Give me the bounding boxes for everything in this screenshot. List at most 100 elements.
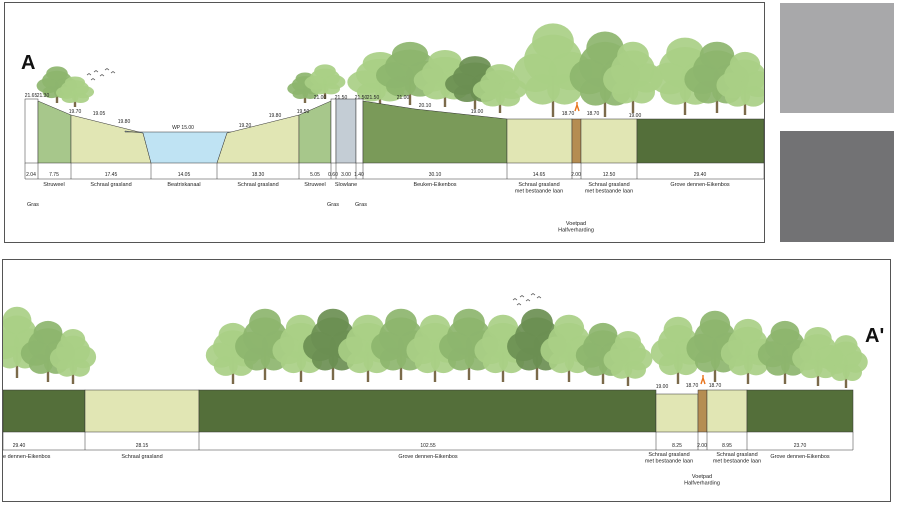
zone-b-voetpad: [697, 389, 708, 433]
width-a-13: 29.40: [694, 172, 707, 178]
zone-a-label-5: Struweel: [304, 182, 325, 188]
person-marker-b: [700, 375, 706, 385]
swatch-light-grey: [780, 3, 894, 113]
zone-b-grove-dennen-mid: [198, 389, 657, 433]
zone-a-label-8: Gras: [355, 202, 367, 208]
zone-a-label-13: Grove dennen-Eikenbos: [670, 182, 730, 188]
tree-b-2: [49, 329, 97, 384]
zone-b-label-6: Grove dennen-Eikenbos: [770, 454, 830, 460]
zone-a-grasland-1: [70, 114, 152, 164]
height-a-0: 21.65: [25, 93, 38, 99]
zone-a-slowlane: [335, 98, 357, 164]
height-a-9: 21.00: [314, 95, 327, 101]
height-b-1: 18.70: [686, 383, 699, 389]
width-a-4: 18.30: [252, 172, 265, 178]
height-a-8: 19.50: [297, 109, 310, 115]
swatch-dark-grey: [780, 131, 894, 242]
height-a-13: 21.00: [397, 95, 410, 101]
zone-a-label-4: Schraal grasland: [237, 182, 278, 188]
tree-b-21: [824, 335, 868, 388]
height-a-15: 19.00: [471, 109, 484, 115]
height-a-5: WP 15.00: [172, 125, 194, 131]
height-a-17: 18.70: [587, 111, 600, 117]
birds-b: [512, 293, 542, 306]
zone-a-label-6: Gras: [327, 202, 339, 208]
width-a-0: 2.04: [26, 172, 36, 178]
width-b-0: 29.40: [13, 443, 26, 449]
zone-a-grasland-2: [216, 114, 300, 164]
zone-a-label-2: Schraal grasland: [90, 182, 131, 188]
zone-b-grasland: [84, 389, 200, 433]
zone-a-gras-mid: [330, 98, 337, 164]
height-a-3: 19.05: [93, 111, 106, 117]
zone-a-label-1: Struweel: [43, 182, 64, 188]
height-a-11: 21.50: [355, 95, 368, 101]
zone-a-label-0: Gras: [27, 202, 39, 208]
zone-b-laan-1: [655, 393, 699, 433]
width-b-1: 28.15: [136, 443, 149, 449]
width-a-12: 12.50: [603, 172, 616, 178]
section-b-panel: A' 19.00 18.70 18.70 29.40 28.15 102.55 8.25 2.0…: [2, 259, 891, 502]
zone-a-laan-2: [580, 118, 638, 164]
width-a-3: 14.05: [178, 172, 191, 178]
zone-a-label-3: Beatrixkanaal: [167, 182, 200, 188]
zone-a-struweel-left: [37, 100, 72, 164]
width-b-5: 8.95: [722, 443, 732, 449]
zone-b-grove-dennen-left: [3, 389, 86, 433]
height-a-16: 18.70: [562, 111, 575, 117]
width-a-10: 14.65: [533, 172, 546, 178]
zone-b-label-2: Grove dennen-Eikenbos: [398, 454, 458, 460]
zone-b-grove-dennen-right: [746, 389, 854, 433]
tree-b-15: [603, 331, 653, 386]
width-a-2: 17.45: [105, 172, 118, 178]
tree-a-11: [603, 41, 663, 113]
person-marker-a: [574, 102, 580, 112]
zone-a-beuken-eikenbos: [362, 100, 508, 164]
height-a-4: 19.80: [118, 119, 131, 125]
zone-b-label-0: e dennen-Eikenbos: [3, 454, 51, 460]
width-a-9: 30.10: [429, 172, 442, 178]
section-b-label: A': [865, 325, 884, 347]
tree-a-1: [55, 76, 95, 107]
height-a-18: 19.00: [629, 113, 642, 119]
width-a-11: 2.00: [571, 172, 581, 178]
height-a-12: 21.50: [367, 95, 380, 101]
height-b-2: 18.70: [709, 383, 722, 389]
section-b-drawing: A' 19.00 18.70 18.70 29.40 28.15 102.55 8.25 2.0…: [3, 293, 884, 487]
width-a-5: 5.05: [310, 172, 320, 178]
height-b-0: 19.00: [656, 384, 669, 390]
tree-a-14: [716, 51, 764, 115]
width-a-8: 1.40: [354, 172, 364, 178]
zone-b-label-1: Schraal grasland: [121, 454, 162, 460]
zone-a-grove-dennen: [636, 118, 764, 164]
width-a-6: 0.60: [328, 172, 338, 178]
height-a-10: 21.50: [335, 95, 348, 101]
zone-a-gras-right: [355, 98, 364, 164]
zone-b-laan-2: [706, 389, 748, 433]
width-b-4: 2.00: [697, 443, 707, 449]
zone-a-label-7: Slowlane: [335, 182, 357, 188]
height-a-1: 21.30: [37, 93, 50, 99]
width-a-1: 7.75: [49, 172, 59, 178]
birds-a: [86, 68, 116, 81]
height-a-7: 19.80: [269, 113, 282, 119]
zone-a-laan-1: [506, 118, 573, 164]
tree-a-3: [304, 64, 346, 99]
zone-a-gras-left: [24, 98, 39, 164]
height-a-2: 19.70: [69, 109, 82, 115]
height-a-6: 19.20: [239, 123, 252, 129]
width-b-2: 102.55: [420, 443, 436, 449]
tree-a-8: [472, 64, 528, 113]
width-b-3: 8.25: [672, 443, 682, 449]
zone-a-voetpad: [571, 118, 582, 164]
zone-a-label-9: Beuken-Eikenbos: [413, 182, 456, 188]
width-b-6: 23.70: [794, 443, 807, 449]
height-a-14: 20.10: [419, 103, 432, 109]
